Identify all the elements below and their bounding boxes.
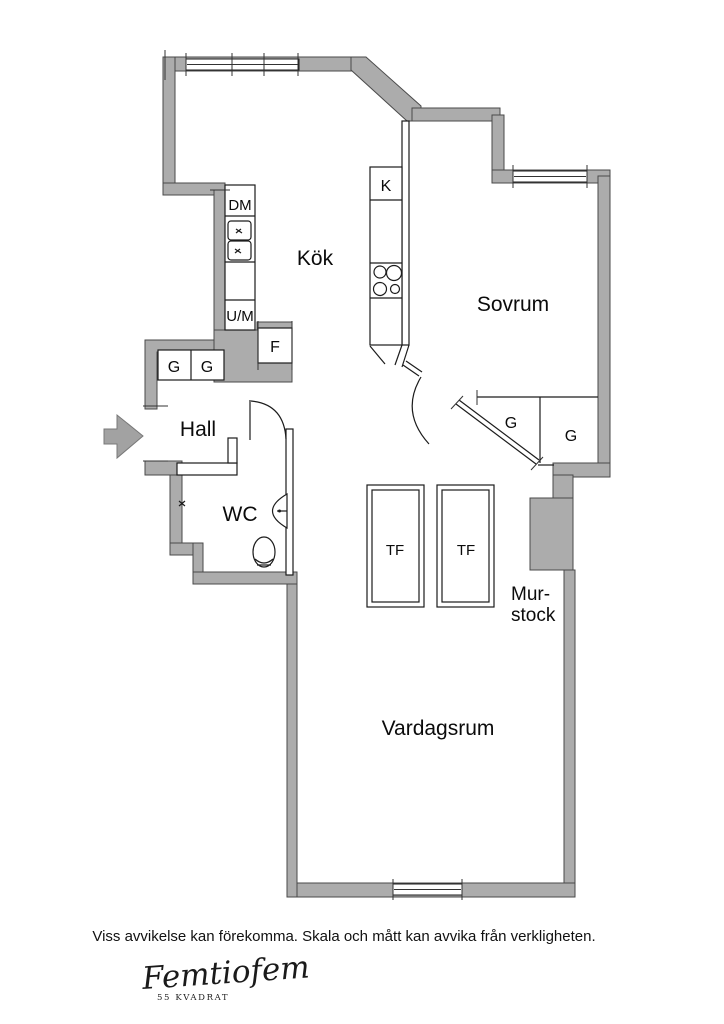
chimney-stack [529, 497, 574, 571]
doors [249, 360, 544, 471]
room-label-bedroom: Sovrum [477, 293, 549, 316]
chimney-label-line2: stock [511, 605, 556, 626]
wall-chimney-neck [552, 474, 574, 500]
wall-hall-band [144, 339, 215, 410]
wc-fixtures [178, 492, 288, 568]
wall-living-left [286, 571, 298, 898]
window-sovrum [512, 165, 588, 188]
room-label-living: Vardagsrum [382, 717, 495, 740]
wall-divider-splay [394, 344, 403, 366]
counter-end-splay [369, 345, 386, 365]
washbasin-icon [271, 492, 288, 530]
label-wardrobe-1: G [168, 359, 180, 376]
stove-icon [372, 264, 403, 297]
wall-kitchen-divider [401, 120, 410, 346]
kitchen-counter-right [369, 166, 403, 365]
wall-wc-jamb [227, 437, 238, 464]
label-freezer: F [270, 339, 280, 356]
label-dishwasher: DM [228, 197, 251, 214]
kitchen-door [402, 360, 430, 445]
tf-cabinet-2 [436, 484, 495, 608]
window-living [392, 879, 463, 900]
label-wardrobe-2: G [201, 359, 213, 376]
hall-wardrobes [157, 349, 225, 381]
wall-closet-band [552, 462, 611, 478]
wall-top-diagonal [350, 56, 422, 122]
wall-hook-icon [178, 500, 186, 507]
interior-walls [176, 120, 410, 576]
hall-door [249, 400, 287, 440]
brand-signature: Femtiofem [140, 949, 311, 997]
wall-sovrum-step [491, 114, 505, 176]
room-label-wc: WC [223, 503, 258, 526]
label-fridge: K [381, 178, 392, 195]
sketch-ticks [143, 50, 299, 462]
disclaimer-text: Viss avvikelse kan förekomma. Skala och … [92, 928, 595, 945]
wall-living-right [563, 569, 576, 898]
chimney-label-line1: Mur- [511, 584, 550, 605]
label-wardrobe-3: G [505, 415, 517, 432]
wall-kitchen-col [213, 189, 226, 343]
toilet-icon [252, 536, 276, 568]
label-wardrobe-4: G [565, 428, 577, 445]
entrance-arrow-icon [103, 413, 144, 460]
label-tf-1: TF [386, 542, 404, 559]
window-kitchen-top [185, 53, 300, 76]
wall-sovrum-top [411, 107, 501, 122]
label-tf-2: TF [457, 542, 475, 559]
brand-tagline: 55 KVADRAT [157, 993, 229, 1003]
sink-icon [227, 220, 252, 261]
kitchen-counter-left [224, 184, 256, 331]
freezer-box [257, 321, 293, 370]
tf-cabinet-1 [366, 484, 425, 608]
room-label-kitchen: Kök [297, 247, 334, 270]
wall-wc-bottom [192, 571, 298, 585]
bedroom-door-leaf [450, 395, 544, 471]
room-label-hall: Hall [180, 418, 216, 441]
wall-wc-top [176, 462, 238, 476]
wall-sovrum-right [597, 175, 611, 471]
bedroom-wardrobes [476, 390, 598, 466]
label-washing-machine: U/M [226, 308, 254, 325]
